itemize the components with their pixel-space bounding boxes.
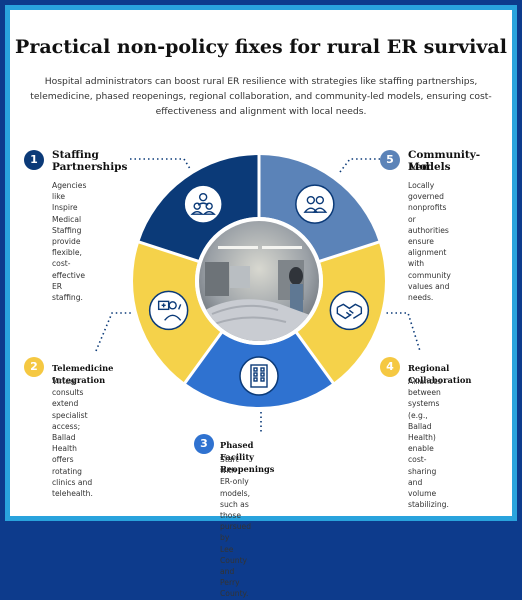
people-group-icon [183,184,223,224]
step-2-badge: 2 [24,357,44,377]
step-5-desc-line: authorities ensure [408,225,449,247]
step-4-description: Alliances between systems (e.g., Ballad … [408,376,449,510]
step-2-desc-line: Virtual consults extend [52,377,84,409]
step-5-desc-line: alignment with [408,248,447,269]
doctor-icon [148,290,189,331]
step-3-desc-line: County. [220,589,249,599]
step-5-badge: 5 [380,150,400,170]
step-5-desc-line: Locally governed [408,181,444,202]
step-1-badge: 1 [24,150,44,170]
step-1-desc-line: Inspire Medical [52,203,82,224]
step-1-desc-line: Staffing provide [52,225,82,247]
segment-divider [182,330,224,386]
step-4-desc-line: stabilizing. [408,500,449,510]
connector-step-5 [339,158,380,173]
step-1-title-line2: Partnerships [52,161,128,173]
step-1-description: Agencies like Inspire Medical Staffing p… [52,180,86,303]
handshake-icon [329,290,370,331]
step-5-description: Locally governed nonprofits or authoriti… [408,180,451,303]
step-2-description: Virtual consults extend specialist acces… [52,376,93,499]
step-1-desc-line: effective ER staffing. [52,270,86,303]
intro-text: Hospital administrators can boost rural … [30,76,492,117]
step-3-desc-line: such as those pursued by [220,499,252,543]
step-4-desc-line: systems (e.g., Ballad [408,399,440,431]
step-3-desc-line: Lee County and Perry [220,544,248,588]
segment-divider [317,240,382,264]
page-title: Practical non-policy fixes for rural ER … [15,36,507,58]
hospital-room-photo [199,221,319,341]
step-5-desc-line: nonprofits or [408,203,447,224]
connector-step-2 [95,312,140,352]
step-5-title-line2: Models [408,161,451,173]
step-1-desc-line: flexible, cost- [52,248,82,269]
segment-divider [294,330,336,386]
connector-step-1 [130,158,193,173]
step-4-badge: 4 [380,357,400,377]
step-5-title-line1: Community-Led [408,149,481,173]
step-2-desc-line: rotating clinics and [52,466,93,487]
step-1-title-line1: Staffing [52,149,99,161]
step-4-desc-line: sharing and volume [408,466,437,499]
connector-step-4 [382,312,421,352]
ring-separators [136,153,382,386]
building-icon [239,356,279,396]
community-people-icon [295,184,335,224]
step-4-title: Regional Collaboration [408,363,472,385]
step-3-badge: 3 [194,434,214,454]
step-3-desc-line: Start with ER-only models, [220,455,251,498]
step-2-desc-line: telehealth. [52,489,93,499]
step-2-title: Telemedicine Integration [52,363,114,385]
step-3-title: Phased Facility Reopenings [220,440,275,474]
connector-lines [95,158,421,432]
step-3-description: Start with ER-only models, such as those… [220,454,251,600]
step-4-desc-line: Health) enable cost- [408,433,436,465]
step-1-desc-line: Agencies like [52,181,87,202]
step-4-desc-line: Alliances between [408,377,442,398]
segment-divider [136,240,201,264]
step-5-desc-line: needs. [408,293,434,303]
icon-circles [148,184,370,396]
step-2-desc-line: specialist access; [52,410,88,431]
step-2-desc-line: Ballad Health offers [52,433,77,465]
diagram-canvas [95,153,421,432]
step-5-desc-line: community values and [408,270,451,291]
